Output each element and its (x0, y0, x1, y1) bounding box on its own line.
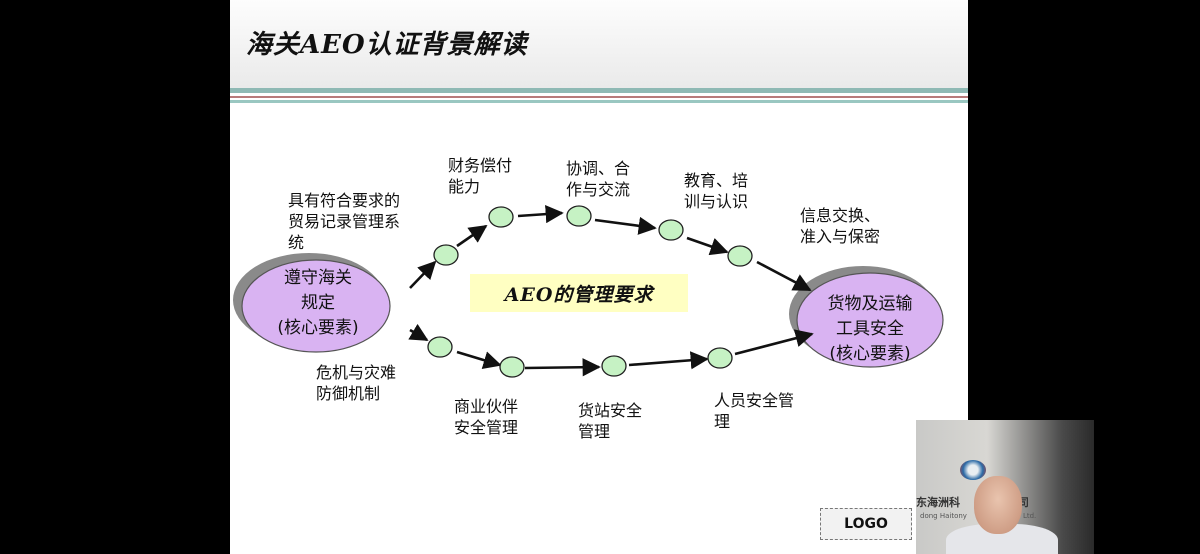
arrow (756, 260, 812, 292)
requirement-label: 协调、合 作与交流 (566, 158, 630, 200)
label-line: 训与认识 (684, 192, 749, 211)
header-divider-lower (230, 100, 968, 103)
arrow (524, 358, 601, 377)
presenter-head (974, 476, 1022, 534)
left-oval-label: 遵守海关 规定 (核心要素) (266, 266, 370, 341)
left-oval (241, 259, 391, 353)
right-oval (796, 272, 944, 368)
arrow (456, 224, 488, 248)
arrow (408, 323, 429, 342)
arrow (628, 351, 709, 370)
label-line: 防御机制 (316, 384, 381, 403)
oval-line: (核心要素) (829, 344, 911, 364)
flow-node (566, 205, 592, 227)
label-line: 安全管理 (454, 418, 519, 437)
oval-line: 工具安全 (836, 319, 904, 339)
oval-line: (核心要素) (277, 318, 359, 338)
label-line: 理 (714, 412, 731, 431)
requirement-label: 具有符合要求的 贸易记录管理系 统 (288, 190, 400, 253)
oval-line: 遵守海关 (284, 268, 352, 288)
center-label-box: AEO的管理要求 (470, 274, 688, 312)
label-line: 财务偿付 (448, 156, 513, 175)
label-line: 商业伙伴 (454, 397, 519, 416)
wall-subsign-text: dong Haitony (920, 512, 967, 520)
label-line: 人员安全管 (714, 391, 795, 410)
arrow (409, 260, 437, 289)
arrow (734, 329, 814, 356)
requirement-label: 危机与灾难 防御机制 (316, 362, 396, 404)
label-line: 危机与灾难 (316, 363, 397, 382)
label-line: 信息交换、 (800, 206, 881, 225)
center-label: AEO的管理要求 (504, 283, 654, 306)
requirement-label: 商业伙伴 安全管理 (454, 396, 518, 438)
flow-node (727, 245, 753, 267)
header-divider (230, 88, 968, 93)
aeo-flow-diagram (233, 205, 944, 378)
wall-sign: 东海洲科 司 (916, 494, 1029, 510)
arrow (594, 216, 657, 235)
wall-sign-text-right: 司 (1018, 496, 1029, 509)
label-line: 能力 (448, 177, 481, 196)
label-line: 货站安全 (578, 401, 643, 420)
oval-line: 货物及运输 (827, 294, 913, 314)
label-line: 教育、培 (684, 171, 749, 190)
label-line: 协调、合 (566, 159, 631, 178)
presentation-slide: 海关AEO认证背景解读 (230, 0, 968, 554)
logo-label: LOGO (844, 516, 888, 532)
requirement-label: 人员安全管 理 (714, 390, 794, 432)
slide-header (230, 0, 968, 88)
flow-node (658, 219, 684, 241)
label-line: 统 (288, 233, 305, 252)
oval-line: 规定 (301, 293, 335, 313)
logo-placeholder: LOGO (820, 508, 912, 540)
slide-title: 海关AEO认证背景解读 (246, 30, 528, 60)
flow-node (601, 355, 627, 377)
label-line: 管理 (578, 422, 611, 441)
label-line: 作与交流 (566, 180, 631, 199)
webcam-overlay: 东海洲科 司 dong Haitony Ltd. (916, 420, 1094, 554)
requirement-label: 财务偿付 能力 (448, 155, 512, 197)
flow-node (488, 206, 514, 228)
flow-node (707, 347, 733, 369)
requirement-label: 教育、培 训与认识 (684, 170, 748, 212)
wall-subsign-text-right: Ltd. (1022, 512, 1037, 520)
right-oval-label: 货物及运输 工具安全 (核心要素) (814, 292, 926, 367)
arrow (517, 205, 564, 224)
label-line: 贸易记录管理系 (288, 212, 401, 231)
wall-subsign: dong Haitony Ltd. (920, 512, 1036, 520)
label-line: 准入与保密 (800, 227, 881, 246)
requirement-label: 货站安全 管理 (578, 400, 642, 442)
company-logo-icon (960, 460, 986, 480)
arrow (456, 350, 502, 369)
wall-sign-text: 东海洲科 (916, 496, 960, 509)
arrow (686, 236, 729, 256)
requirement-label: 信息交换、 准入与保密 (800, 205, 880, 247)
header-divider-accent (230, 96, 968, 98)
flow-node (499, 356, 525, 378)
flow-node (427, 336, 453, 358)
flow-node (433, 244, 459, 266)
label-line: 具有符合要求的 (288, 191, 401, 210)
